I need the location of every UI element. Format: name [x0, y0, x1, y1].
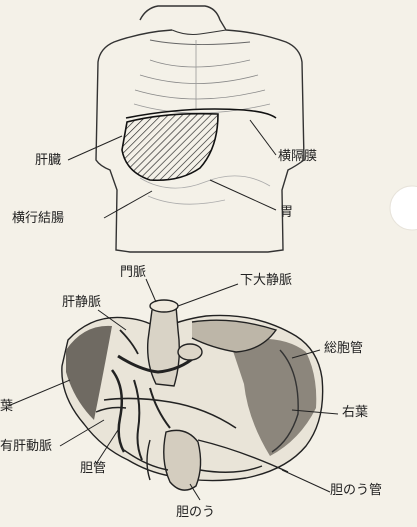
- page-hole-mark: [390, 186, 417, 230]
- label-right-lobe: 右葉: [342, 406, 368, 419]
- label-proper-hepatic-artery: 有肝動脈: [0, 440, 52, 453]
- label-common-bile-duct: 総胞管: [324, 342, 363, 355]
- label-gallbladder: 胆のう: [176, 506, 215, 519]
- label-diaphragm: 横隔膜: [278, 150, 317, 163]
- label-cystic-duct: 胆のう管: [330, 484, 382, 497]
- label-liver: 肝臓: [35, 154, 61, 167]
- label-transverse-colon: 横行結腸: [12, 212, 64, 225]
- label-stomach: 胃: [280, 206, 293, 219]
- label-left-lobe: 葉: [0, 400, 13, 413]
- label-hepatic-vein: 肝静脈: [62, 296, 101, 309]
- liver-shape: [122, 114, 218, 181]
- label-inferior-vena-cava: 下大静脈: [240, 274, 292, 287]
- label-portal-vein: 門脈: [120, 266, 146, 279]
- label-bile-duct: 胆管: [80, 462, 106, 475]
